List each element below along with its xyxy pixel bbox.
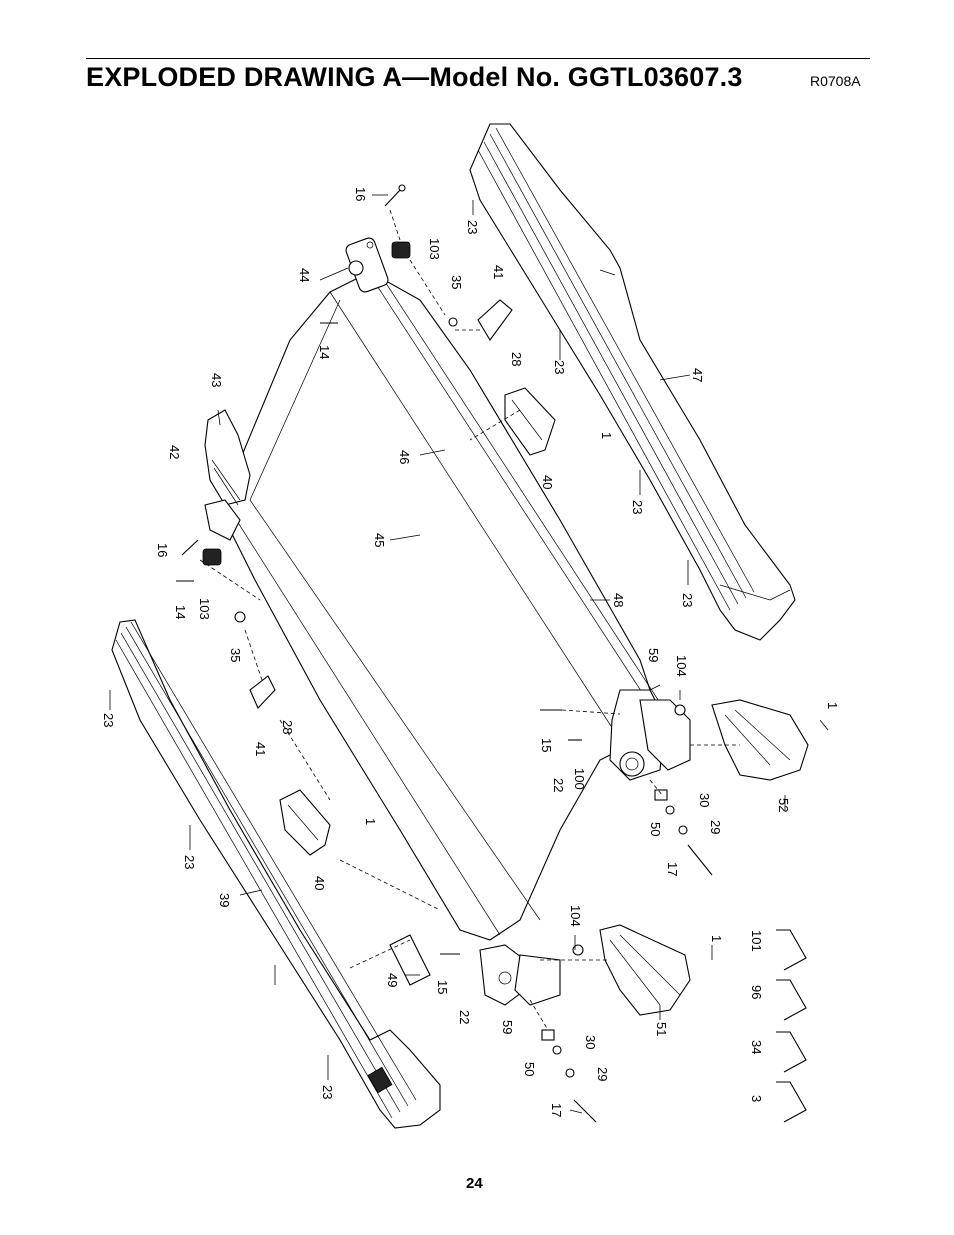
label-46: 46 [397, 450, 412, 464]
label-17-right: 17 [665, 862, 680, 876]
label-23-g: 23 [320, 1085, 335, 1099]
label-30-left: 30 [583, 1035, 598, 1049]
label-30-right: 30 [697, 793, 712, 807]
label-48: 48 [611, 593, 626, 607]
label-40-top: 40 [540, 475, 555, 489]
label-1-a: 1 [599, 432, 614, 439]
hardware [176, 184, 713, 1123]
label-15-left: 15 [435, 980, 450, 994]
pad-left-40 [279, 789, 331, 856]
left-side-rail [111, 619, 441, 1129]
label-23-a: 23 [465, 220, 480, 234]
bracket-41-left [249, 675, 276, 709]
bracket-41-right [477, 299, 513, 341]
label-23-d: 23 [680, 593, 695, 607]
label-14-top: 14 [317, 345, 332, 359]
label-104-left: 104 [568, 905, 583, 927]
label-45: 45 [372, 533, 387, 547]
drawing-code: R0708A [810, 73, 861, 89]
label-103-mid: 103 [197, 598, 212, 620]
label-47: 47 [690, 368, 705, 382]
label-29-left: 29 [595, 1067, 610, 1081]
rear-assembly-left [479, 944, 561, 1006]
tool-3 [776, 1081, 807, 1123]
label-100: 100 [572, 768, 587, 790]
leg-cover-51 [599, 924, 691, 1016]
label-16-top: 16 [353, 187, 368, 201]
label-3: 3 [749, 1095, 764, 1102]
label-16-mid: 16 [155, 543, 170, 557]
label-29-right: 29 [708, 820, 723, 834]
label-101: 101 [749, 930, 764, 952]
label-35-mid: 35 [228, 648, 243, 662]
assembly-lines [199, 209, 740, 1031]
label-51: 51 [654, 1022, 669, 1036]
label-50-left: 50 [522, 1062, 537, 1076]
label-22-right: 22 [551, 778, 566, 792]
label-23-b: 23 [552, 360, 567, 374]
label-28-mid: 28 [280, 720, 295, 734]
label-1-c: 1 [363, 818, 378, 825]
label-15-right: 15 [539, 738, 554, 752]
label-22-left: 22 [457, 1010, 472, 1024]
decal-49 [389, 934, 431, 986]
tool-101 [776, 929, 807, 971]
tool-96 [776, 979, 807, 1021]
label-1-d: 1 [709, 935, 724, 942]
label-23-f: 23 [182, 855, 197, 869]
label-49: 49 [385, 973, 400, 987]
label-17-left: 17 [549, 1103, 564, 1117]
page-number: 24 [466, 1175, 483, 1192]
label-43: 43 [209, 373, 224, 387]
label-14-mid: 14 [173, 605, 188, 619]
label-40-mid: 40 [312, 876, 327, 890]
label-39: 39 [217, 893, 232, 907]
label-59-right: 59 [646, 648, 661, 662]
label-42: 42 [167, 445, 182, 459]
label-104-right: 104 [674, 655, 689, 677]
label-23-e: 23 [101, 713, 116, 727]
part-labels: 16 103 44 35 41 14 28 23 47 43 42 1 40 4… [101, 187, 840, 1117]
label-96: 96 [749, 985, 764, 999]
label-1-b: 1 [825, 702, 840, 709]
label-28-top: 28 [509, 352, 524, 366]
page-title: EXPLODED DRAWING A—Model No. GGTL03607.3 [86, 62, 743, 92]
label-41-mid: 41 [253, 742, 268, 756]
label-34: 34 [749, 1040, 764, 1054]
tool-34 [776, 1031, 807, 1073]
right-side-rail [469, 123, 796, 641]
frame-deck [219, 237, 667, 941]
label-103-top: 103 [427, 238, 442, 260]
label-59-left: 59 [500, 1020, 515, 1034]
label-35-top: 35 [449, 275, 464, 289]
label-52: 52 [776, 798, 791, 812]
leader-lines [109, 194, 829, 1114]
label-44: 44 [297, 268, 312, 282]
left-upright [204, 409, 251, 541]
label-23-c: 23 [630, 500, 645, 514]
rear-assembly-right [609, 689, 691, 781]
label-41-top: 41 [491, 265, 506, 279]
pad-right-40 [504, 387, 556, 456]
header-rule [86, 58, 870, 59]
leg-cover-52 [711, 699, 809, 781]
label-50-right: 50 [648, 822, 663, 836]
